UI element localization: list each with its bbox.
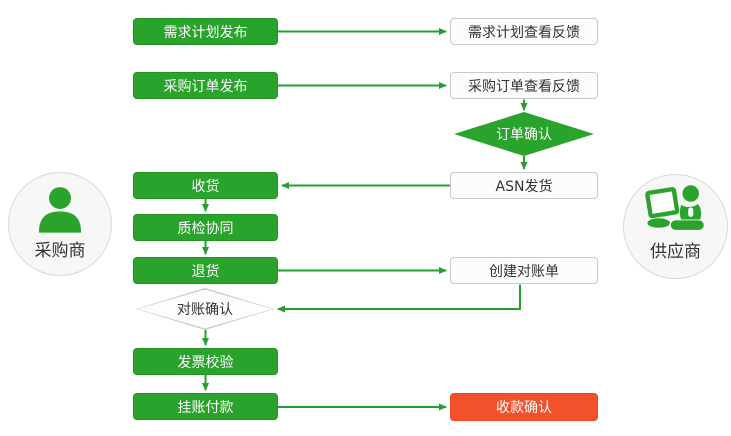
node-label: 需求计划查看反馈: [468, 24, 580, 41]
node-book-payment: 挂账付款: [133, 393, 278, 420]
node-create-statement: 创建对账单: [450, 257, 598, 284]
node-asn-ship: ASN发货: [450, 172, 598, 199]
node-quality-check: 质检协同: [133, 214, 278, 241]
node-label: 收货: [191, 178, 220, 195]
node-label: 挂账付款: [177, 399, 234, 416]
node-statement-confirm: 对账确认: [136, 288, 274, 330]
node-label: 发票校验: [177, 354, 234, 371]
node-demand-plan-feedback: 需求计划查看反馈: [450, 18, 598, 45]
node-order-confirm: 订单确认: [454, 112, 594, 156]
arrow-statement-to-reconcile: [277, 284, 521, 313]
node-label: 退货: [191, 263, 220, 280]
node-po-feedback: 采购订单查看反馈: [450, 72, 598, 99]
person-at-computer-icon: [644, 185, 704, 230]
node-label: ASN发货: [495, 178, 553, 195]
node-label: 创建对账单: [489, 263, 559, 280]
actor-buyer-label: 采购商: [34, 241, 86, 261]
node-label: 对账确认: [177, 302, 233, 318]
node-label: 订单确认: [496, 127, 552, 143]
node-label: 收款确认: [496, 400, 552, 416]
node-invoice-verify: 发票校验: [133, 348, 278, 375]
node-demand-plan-publish: 需求计划发布: [133, 18, 278, 45]
node-label: 采购订单发布: [163, 78, 248, 95]
actor-supplier-label: 供应商: [650, 242, 701, 262]
actor-supplier: 供应商: [623, 174, 728, 279]
node-payment-confirm: 收款确认: [450, 393, 598, 421]
actor-buyer: 采购商: [8, 172, 112, 276]
node-label: 需求计划发布: [163, 24, 248, 41]
node-return-goods: 退货: [133, 257, 278, 284]
node-label: 采购订单查看反馈: [468, 78, 580, 95]
person-bust-icon: [38, 187, 82, 233]
node-po-publish: 采购订单发布: [133, 72, 278, 99]
node-label: 质检协同: [177, 220, 234, 237]
node-receive-goods: 收货: [133, 172, 278, 199]
